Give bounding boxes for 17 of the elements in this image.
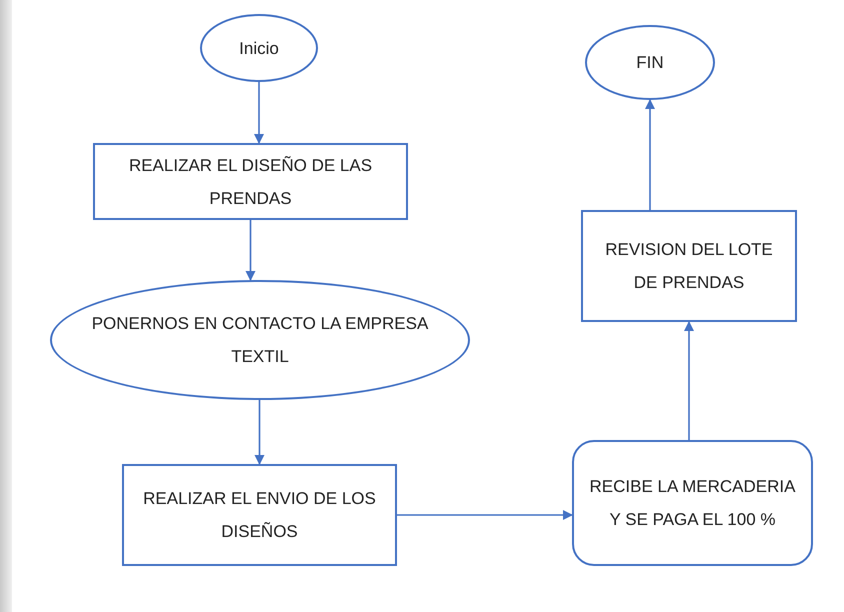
process-box: [572, 440, 813, 566]
process-box: [581, 210, 797, 322]
node-label: Inicio: [239, 38, 279, 60]
process-box: [93, 143, 408, 220]
node-label: REVISION DEL LOTE DE PRENDAS: [604, 239, 774, 294]
node-label: REALIZAR EL ENVIO DE LOS DISEÑOS: [142, 488, 377, 543]
arrow: [684, 321, 694, 440]
node-label: RECIBE LA MERCADERIA Y SE PAGA EL 100 %: [588, 476, 796, 531]
arrow: [254, 82, 264, 144]
arrow: [254, 400, 264, 465]
arrow: [246, 220, 256, 282]
node-label: PONERNOS EN CONTACTO LA EMPRESA TEXTIL: [90, 313, 430, 368]
node-label: REALIZAR EL DISEÑO DE LAS PRENDAS: [128, 154, 374, 210]
arrow: [397, 510, 573, 520]
process-box: [122, 464, 397, 566]
arrow: [645, 99, 655, 210]
node-label: FIN: [636, 52, 664, 74]
